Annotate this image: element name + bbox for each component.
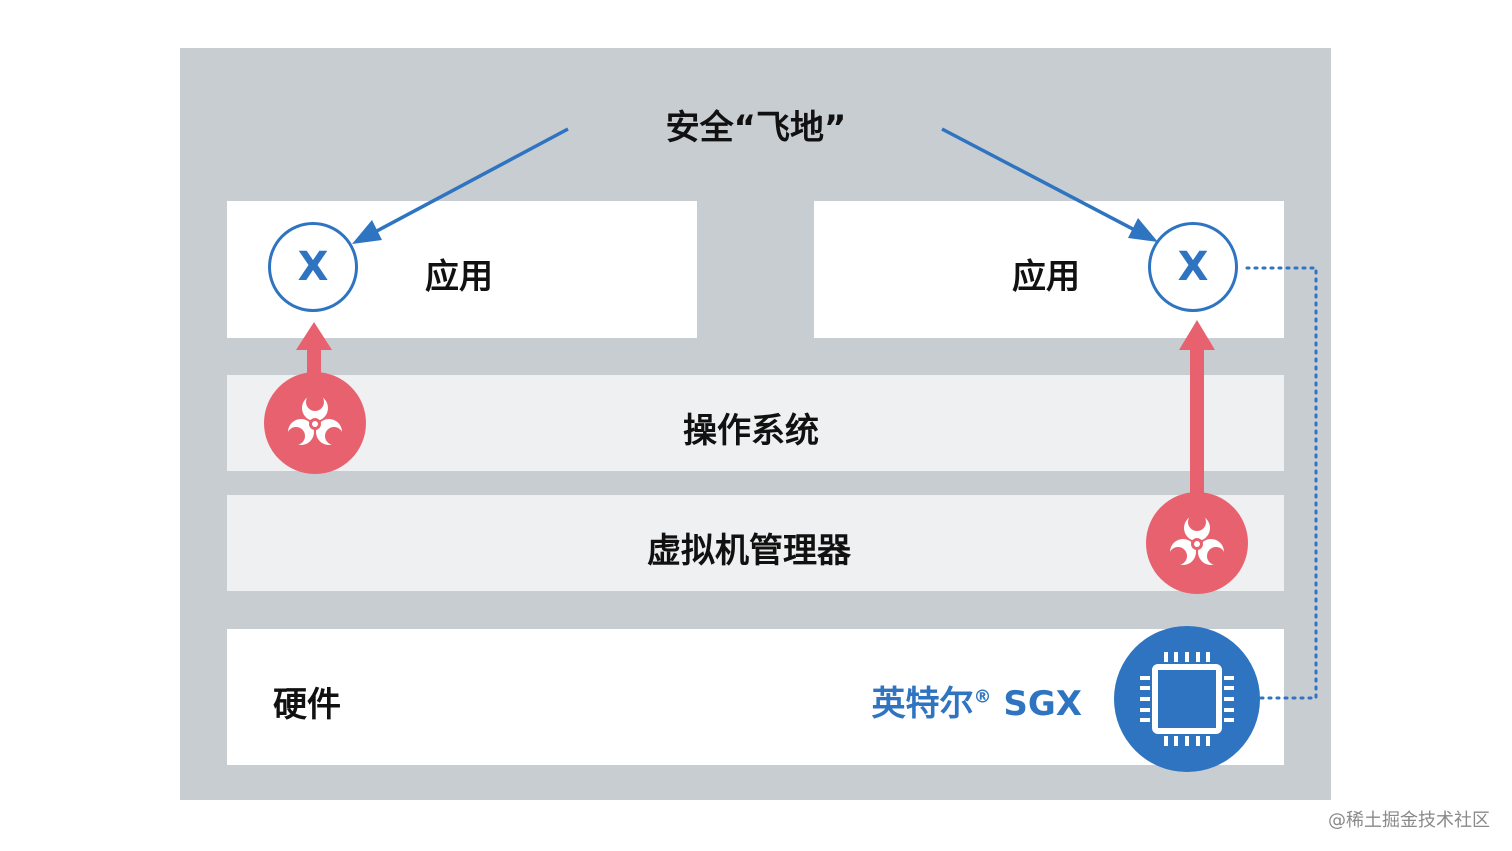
biohazard-icon-right [1146, 492, 1248, 594]
watermark: @稀土掘金技术社区 [1328, 810, 1490, 831]
sgx-name: 英特尔 [871, 684, 974, 724]
sgx-suffix: SGX [991, 684, 1082, 724]
x-circle-icon-left: X [268, 222, 358, 312]
biohazard-icon-left [264, 372, 366, 474]
sgx-label: 英特尔® SGX [872, 676, 1082, 725]
app-left-label: 应用 [425, 257, 493, 297]
threat-arrow-right-shaft [1190, 345, 1204, 515]
enclave-arrow-right [941, 127, 1151, 240]
chip-icon [1114, 626, 1260, 772]
threat-arrow-left-head [296, 322, 332, 350]
enclave-arrow-left [358, 127, 569, 242]
sgx-dotted-link [1245, 266, 1318, 700]
threat-arrow-right-head [1179, 320, 1215, 350]
enclave-arrow-right-head [1128, 218, 1158, 242]
hardware-layer: 硬件 [227, 629, 1284, 765]
hypervisor-layer: 虚拟机管理器 [227, 495, 1284, 591]
os-label: 操作系统 [683, 411, 819, 451]
app-right-label: 应用 [1012, 257, 1080, 297]
hypervisor-label: 虚拟机管理器 [647, 531, 851, 571]
diagram-title: 安全“飞地” [665, 108, 847, 148]
x-circle-icon-right: X [1148, 222, 1238, 312]
sgx-registered-mark: ® [973, 686, 992, 708]
hardware-label: 硬件 [273, 685, 341, 725]
enclave-arrow-left-head [352, 220, 382, 244]
os-layer: 操作系统 [227, 375, 1284, 471]
